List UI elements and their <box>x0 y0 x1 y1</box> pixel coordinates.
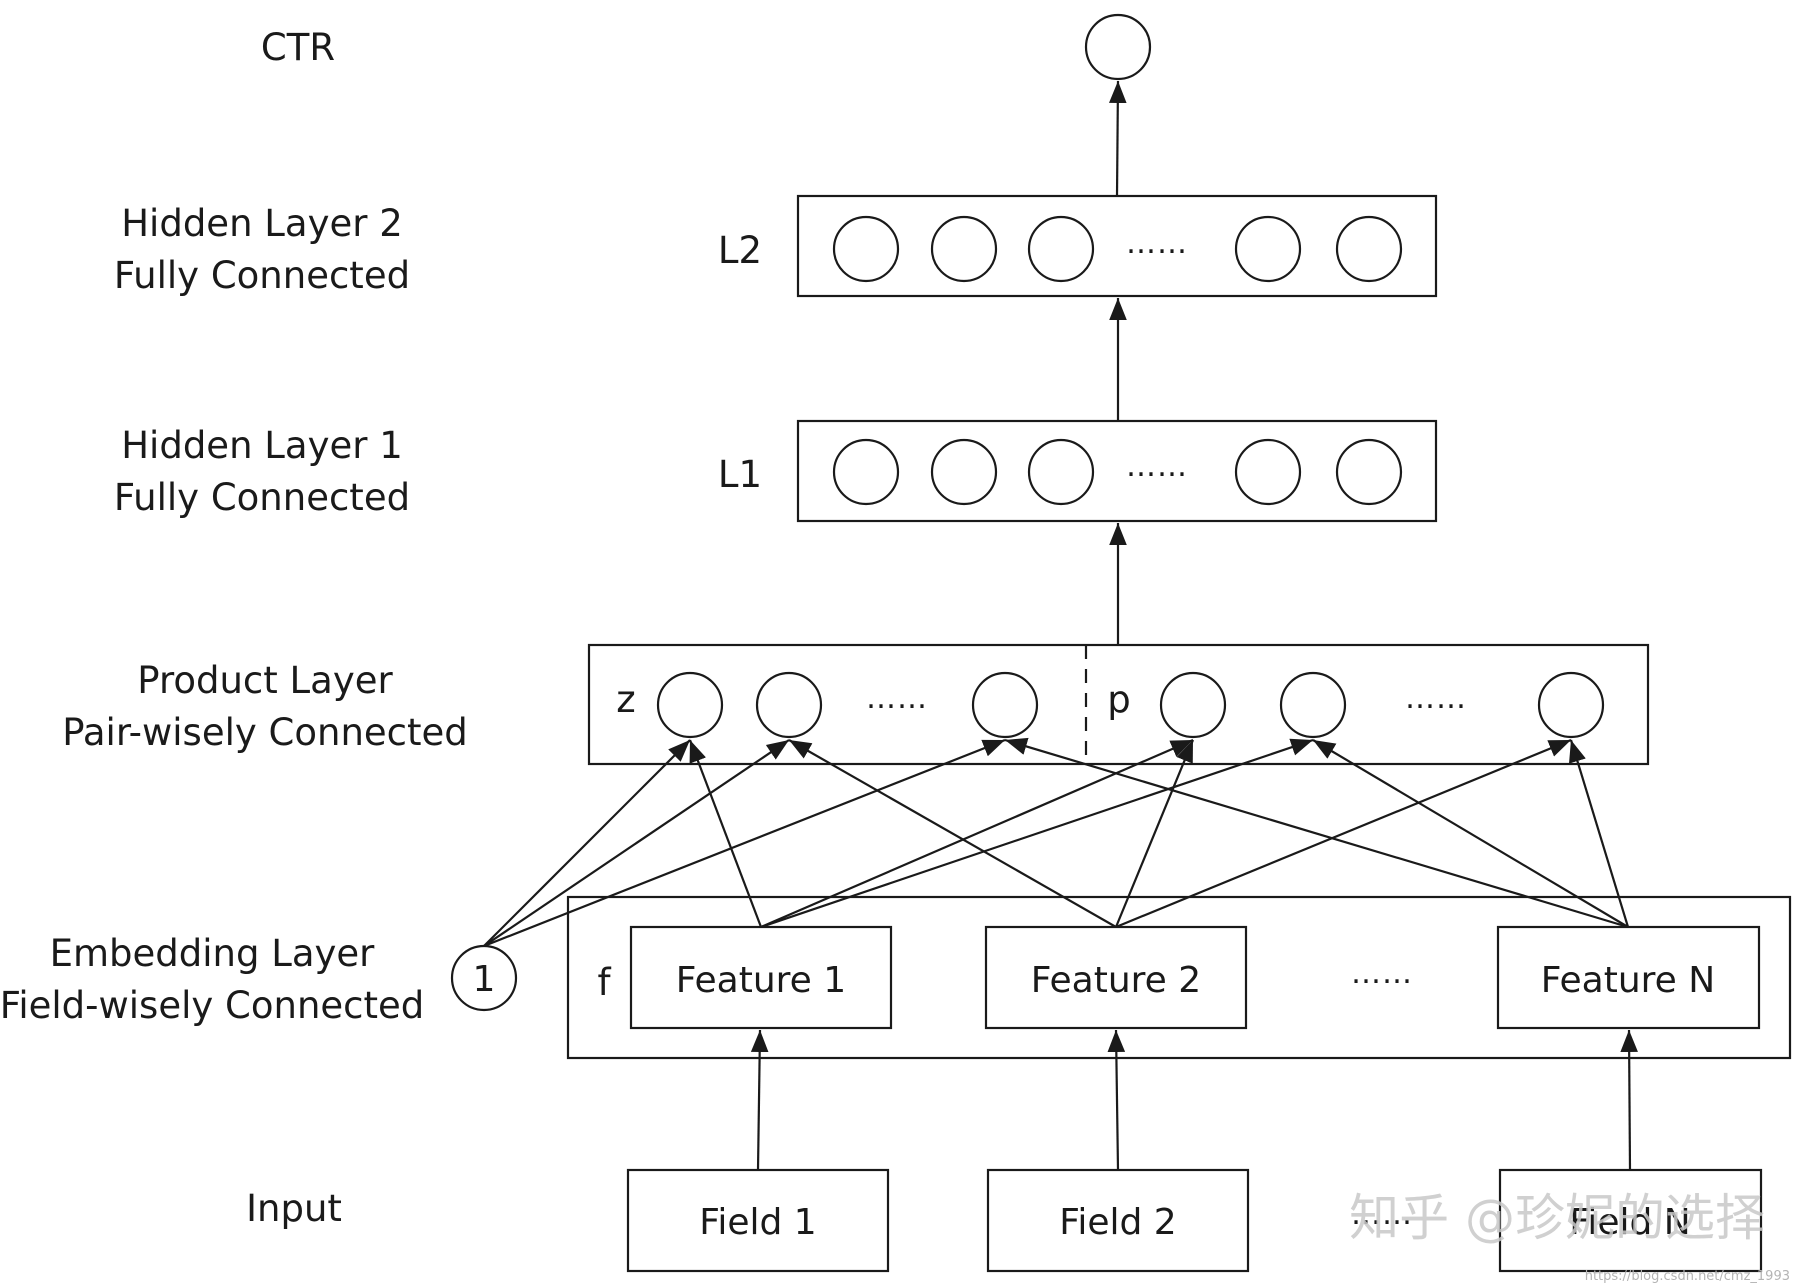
edge-feature2-to-z <box>788 739 1117 928</box>
ctr-label: CTR <box>261 26 335 69</box>
edge-feature1-to-p <box>760 738 1314 929</box>
ctr-output-node <box>1084 13 1152 81</box>
l2-node <box>930 215 998 283</box>
l2-node <box>1234 215 1302 283</box>
hidden-layer-1-title: Hidden Layer 1 <box>121 424 403 467</box>
hidden-layer-2-box <box>796 194 1438 298</box>
l1-ellipsis: …… <box>1126 449 1188 484</box>
z-ellipsis: …… <box>866 681 928 716</box>
hidden-layer-1-subtitle: Fully Connected <box>114 476 410 519</box>
bias-label: 1 <box>473 959 496 1000</box>
feature-label: Feature 1 <box>676 960 846 1001</box>
z-node <box>656 671 724 739</box>
l2-tag: L2 <box>718 229 762 272</box>
product-layer-subtitle: Pair-wisely Connected <box>62 711 468 754</box>
arrow-field-to-feature <box>750 1029 769 1171</box>
p-node <box>1159 671 1227 739</box>
field-label: Field 2 <box>1059 1202 1176 1243</box>
l1-tag: L1 <box>718 453 762 496</box>
l2-ellipsis: …… <box>1126 226 1188 261</box>
f-tag: f <box>597 961 611 1004</box>
watermark-text: 知乎 @珍妮的选择 <box>1349 1189 1765 1247</box>
p-tag: p <box>1107 678 1131 721</box>
z-node <box>971 671 1039 739</box>
l2-node <box>1027 215 1095 283</box>
hidden-layer-2-subtitle: Fully Connected <box>114 254 410 297</box>
p-node <box>1279 671 1347 739</box>
p-node <box>1537 671 1605 739</box>
l2-node <box>1335 215 1403 283</box>
edge-feature1-to-p <box>760 738 1194 929</box>
l2-node <box>832 215 900 283</box>
l1-node <box>1027 438 1095 506</box>
embedding-layer-title: Embedding Layer <box>50 932 376 975</box>
l1-node <box>1335 438 1403 506</box>
feature-ellipsis: …… <box>1351 956 1413 991</box>
hidden-layer-2-title: Hidden Layer 2 <box>121 202 403 245</box>
feature-box <box>1496 925 1761 1030</box>
edge-feature1-to-z <box>688 739 763 928</box>
l1-node <box>1234 438 1302 506</box>
l1-node <box>832 438 900 506</box>
edge-feature2-to-p <box>1114 739 1195 928</box>
field-label: Field N <box>1569 1202 1690 1243</box>
hidden-layer-1-box <box>796 419 1438 523</box>
feature-label: Feature 2 <box>1031 960 1201 1001</box>
edge-bias-to-z <box>483 739 790 947</box>
l1-node <box>930 438 998 506</box>
product-layer-title: Product Layer <box>137 659 393 702</box>
edge-bias-to-z <box>483 738 1006 948</box>
field-box <box>986 1168 1250 1273</box>
edge-featureN-to-p <box>1312 739 1629 928</box>
arrow-field-to-feature <box>1107 1029 1126 1171</box>
arrow-field-to-feature <box>1620 1029 1638 1171</box>
feature-label: Feature N <box>1541 960 1715 1001</box>
field-box <box>1498 1168 1763 1273</box>
edge-feature2-to-p <box>1115 738 1572 929</box>
edge-bias-to-z <box>483 739 691 947</box>
z-tag: z <box>616 678 635 721</box>
field-label: Field 1 <box>699 1202 816 1243</box>
embedding-layer-subtitle: Field-wisely Connected <box>0 984 424 1027</box>
arrow-l2-to-ctr <box>1109 80 1127 197</box>
edge-featureN-to-p <box>1568 739 1630 928</box>
field-ellipsis: …… <box>1351 1197 1413 1232</box>
z-node <box>755 671 823 739</box>
edge-featureN-to-z <box>1004 737 1629 929</box>
input-label: Input <box>246 1187 342 1230</box>
watermark-url: https://blog.csdn.net/cmz_1993 <box>1585 1269 1790 1284</box>
p-ellipsis: …… <box>1405 681 1467 716</box>
